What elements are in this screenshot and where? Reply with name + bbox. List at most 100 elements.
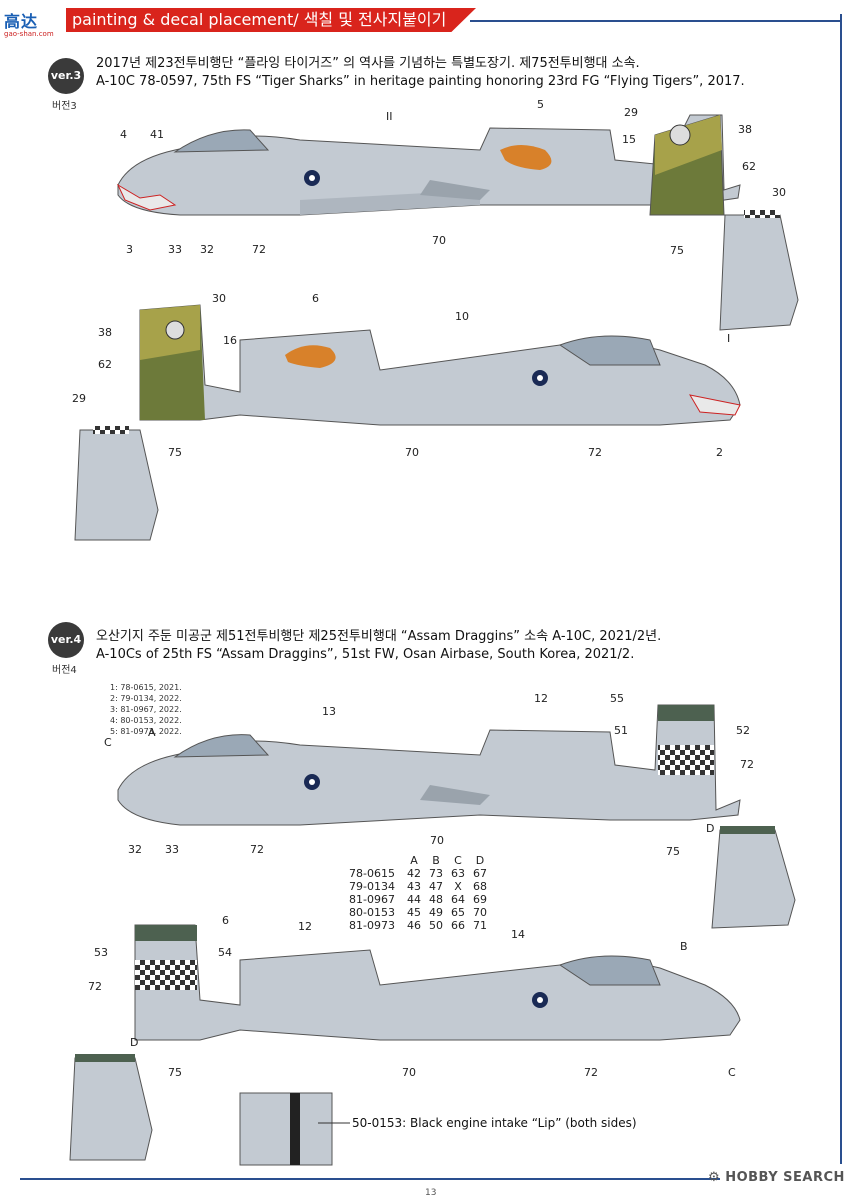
callout: 70 (405, 446, 419, 459)
callout: 33 (168, 243, 182, 256)
ver4-title-en: A-10Cs of 25th FS “Assam Draggins”, 51st… (96, 647, 635, 662)
callout: 72 (250, 843, 264, 856)
wing-tip-green (720, 826, 775, 834)
date-line: 3: 81-0967, 2022. (110, 705, 182, 714)
ver4-wing-left (69, 1057, 153, 1161)
tail-checker (658, 745, 714, 775)
callout: 29 (624, 106, 638, 119)
right-rule (840, 14, 842, 1164)
callout: 30 (772, 186, 786, 199)
ver3-badge: ver.3 (48, 58, 84, 94)
callout: I (727, 332, 731, 345)
watermark-text: HOBBY SEARCH (725, 1170, 845, 1185)
date-line: 4: 80-0153, 2022. (110, 716, 182, 725)
callout: 4 (120, 128, 127, 141)
ver3-wing-right (719, 214, 799, 331)
tail-checker (135, 960, 197, 990)
ver4-side-right (134, 924, 741, 1041)
wing-checker (93, 426, 129, 434)
hobby-logo-icon: ⚙ (708, 1170, 726, 1185)
callout: 72 (252, 243, 266, 256)
table-row: 81-0967 44 48 64 69 (349, 893, 487, 906)
ver4-label: 버전4 (52, 665, 77, 676)
tail-badge (669, 124, 691, 146)
canopy (173, 734, 270, 758)
ver3-wing-left (74, 429, 159, 541)
table-row: 80-0153 45 49 65 70 (349, 906, 487, 919)
callout: 70 (430, 834, 444, 847)
callout: 3 (126, 243, 133, 256)
ver3-title-en: A-10C 78-0597, 75th FS “Tiger Sharks” in… (96, 74, 745, 89)
ver3-side-left (116, 114, 741, 216)
callout: 75 (670, 244, 684, 257)
intake-lip-note: 50-0153: Black engine intake “Lip” (both… (352, 1116, 637, 1130)
canopy (173, 129, 270, 153)
table-row: 81-0973 46 50 66 71 (349, 919, 487, 932)
callout: D (706, 822, 715, 835)
callout: 54 (218, 946, 232, 959)
pylon (420, 180, 490, 200)
callout: 55 (610, 692, 624, 705)
hobby-search-watermark: ⚙ HOBBY SEARCH (708, 1170, 845, 1185)
ver4-serial-dates: 1: 78-0615, 2021. 2: 79-0134, 2022. 3: 8… (110, 682, 182, 737)
ver3-title-ko: 2017년 제23전투비행단 “플라잉 타이거즈” 의 역사를 기념하는 특별도… (96, 56, 640, 71)
tail-badge (165, 320, 185, 340)
page-number: 13 (425, 1188, 437, 1198)
callout: D (130, 1036, 139, 1049)
header-rule (470, 20, 840, 22)
callout: 72 (584, 1066, 598, 1079)
tiger-emblem (500, 145, 552, 170)
callout: 62 (742, 160, 756, 173)
callout: 70 (402, 1066, 416, 1079)
callout: 75 (168, 1066, 182, 1079)
callout: 72 (88, 980, 102, 993)
shark-mouth (689, 394, 741, 416)
logo-text: 高达 (4, 12, 39, 31)
tail-cap (135, 925, 197, 941)
callout: 16 (223, 334, 237, 347)
callout: 29 (72, 392, 86, 405)
logo-sub: gao-shan.com (4, 30, 54, 38)
ver4-wing-right (711, 829, 796, 929)
callout: 15 (622, 133, 636, 146)
fuselage (117, 704, 741, 826)
wing-tip-green (75, 1054, 135, 1062)
black-intake-lip (290, 1093, 300, 1165)
callout: 32 (200, 243, 214, 256)
callout: 12 (298, 920, 312, 933)
callout: 30 (212, 292, 226, 305)
ver4-title-ko: 오산기지 주둔 미공군 제51전투비행단 제25전투비행대 “Assam Dra… (96, 629, 662, 644)
table-row: 78-0615 42 73 63 67 (349, 867, 487, 880)
callout: 41 (150, 128, 164, 141)
fuselage (134, 924, 741, 1041)
fuselage (117, 114, 741, 216)
canopy (558, 335, 661, 366)
canopy (558, 955, 661, 986)
callout: 33 (165, 843, 179, 856)
callout: 38 (738, 123, 752, 136)
table-header-row: A B C D (410, 854, 485, 867)
callout: 52 (736, 724, 750, 737)
callout: 5 (537, 98, 544, 111)
callout: II (386, 110, 393, 123)
tiger-emblem (285, 345, 336, 368)
intake-detail (239, 1092, 333, 1166)
callout: 72 (740, 758, 754, 771)
callout: 51 (614, 724, 628, 737)
ver4-side-left (117, 704, 741, 826)
callout: 75 (666, 845, 680, 858)
ver4-badge: ver.4 (48, 622, 84, 658)
callout: B (680, 940, 688, 953)
section-banner: painting & decal placement/ 색칠 및 전사지붙이기 (66, 8, 476, 32)
callout: C (728, 1066, 736, 1079)
callout: 10 (455, 310, 469, 323)
callout: 75 (168, 446, 182, 459)
callout: 6 (222, 914, 229, 927)
callout: 70 (432, 234, 446, 247)
callout: 72 (588, 446, 602, 459)
callout: 14 (511, 928, 525, 941)
date-line: 2: 79-0134, 2022. (110, 694, 182, 703)
callout: 6 (312, 292, 319, 305)
callout: C (104, 736, 112, 749)
callout: 38 (98, 326, 112, 339)
